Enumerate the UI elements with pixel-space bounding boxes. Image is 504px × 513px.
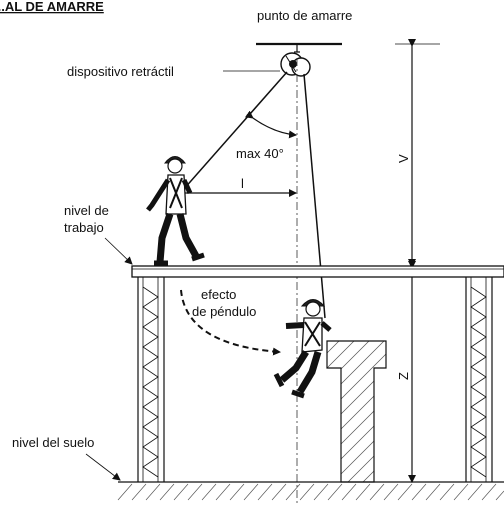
distance-l-label: l bbox=[241, 176, 244, 191]
pendulum-label-2: de péndulo bbox=[192, 304, 256, 319]
pendulum-label-1: efecto bbox=[201, 287, 236, 302]
dim-v-label: V bbox=[396, 154, 411, 163]
work-level-pointer bbox=[104, 237, 133, 265]
retractable-device-label: dispositivo retráctil bbox=[67, 64, 174, 79]
ground-level-pointer bbox=[85, 453, 121, 481]
work-level-label-2: trabajo bbox=[64, 220, 104, 235]
lifeline-falling bbox=[303, 73, 326, 319]
falling-worker-figure bbox=[273, 299, 332, 399]
pendulum-arrow bbox=[180, 289, 281, 356]
max-angle-label: max 40° bbox=[236, 146, 284, 161]
lifeline-worker bbox=[182, 71, 288, 191]
left-scaffold-truss bbox=[137, 277, 165, 482]
ground bbox=[117, 481, 504, 501]
right-scaffold-truss bbox=[465, 277, 493, 482]
anchor-hook bbox=[294, 44, 300, 53]
anchor-point-label: punto de amarre bbox=[257, 8, 352, 23]
angle-arc bbox=[244, 110, 297, 139]
work-level-label-1: nivel de bbox=[64, 203, 109, 218]
retractable-device-icon bbox=[280, 52, 311, 77]
ground-level-label: nivel del suelo bbox=[12, 435, 94, 450]
diagram-title: ...AL DE AMARRE bbox=[0, 0, 104, 14]
dim-z-label: Z bbox=[396, 372, 411, 380]
work-platform bbox=[131, 265, 504, 278]
standing-worker-figure bbox=[146, 156, 205, 266]
